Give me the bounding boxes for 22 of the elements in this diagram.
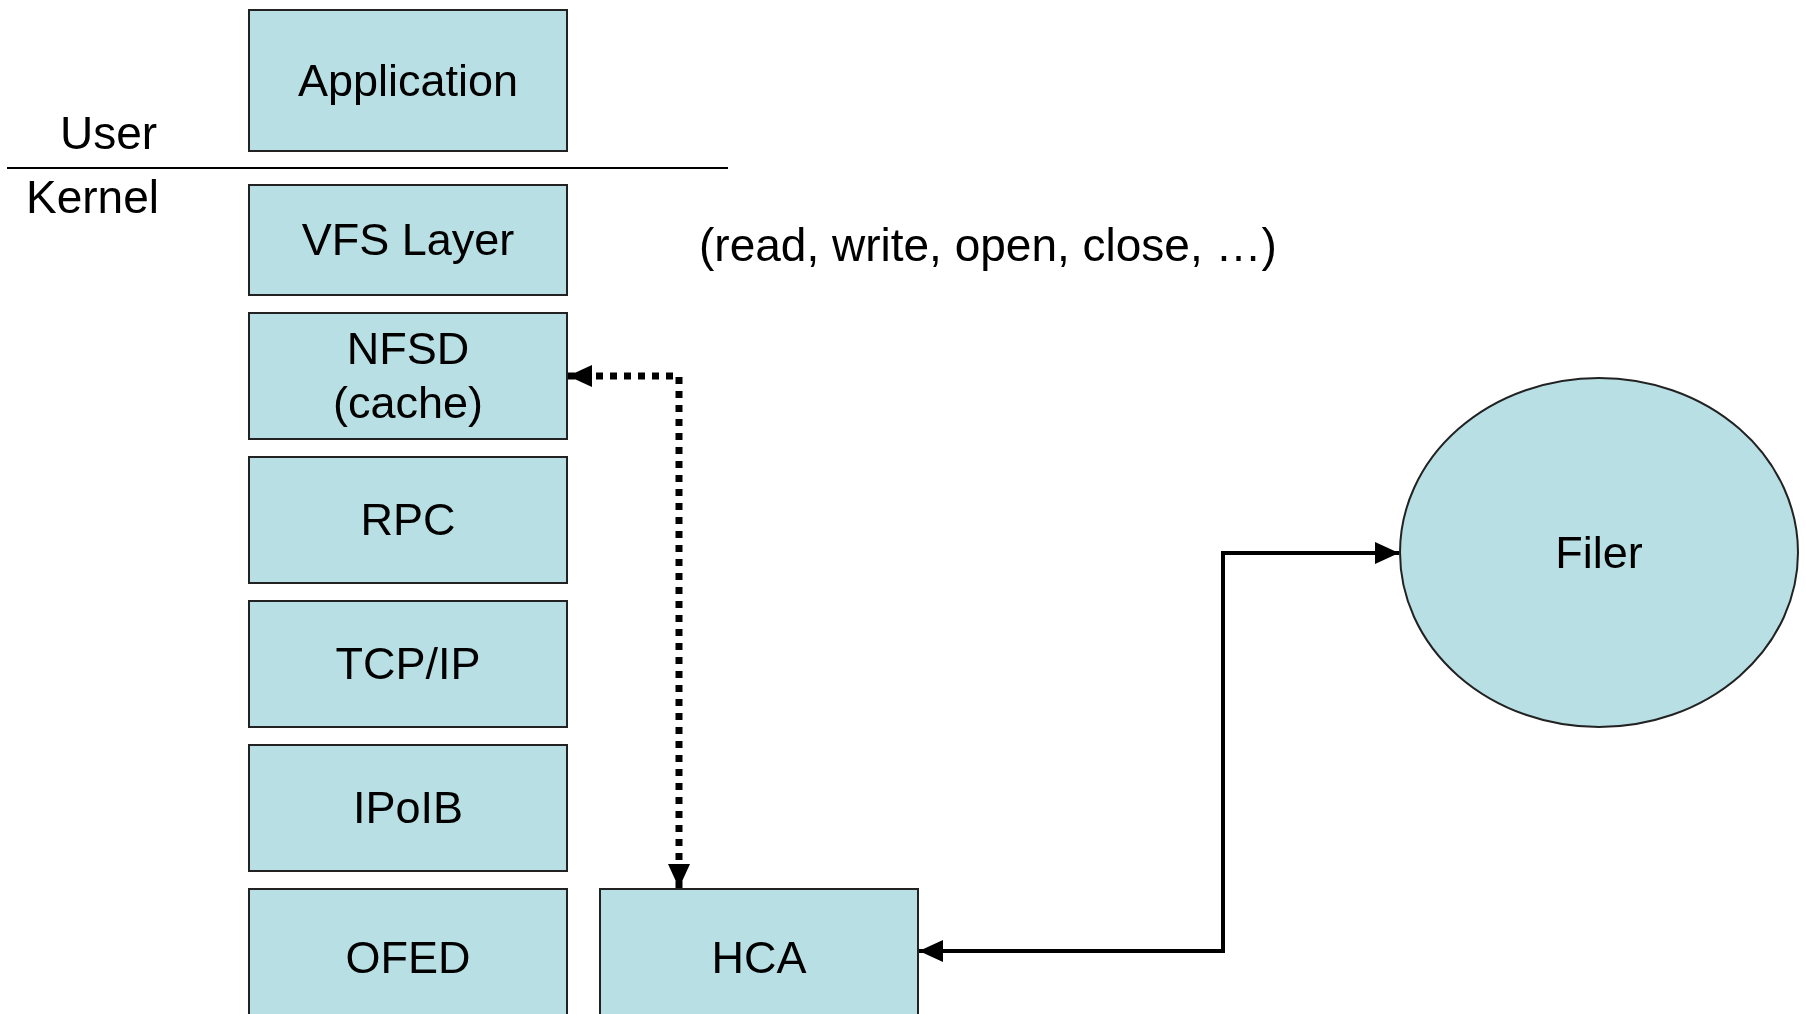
node-label: TCP/IP bbox=[335, 637, 481, 691]
text-label: (read, write, open, close, …) bbox=[699, 218, 1277, 273]
node-label: RPC bbox=[360, 493, 456, 547]
layer-box bbox=[248, 456, 568, 584]
text-label: Kernel bbox=[26, 170, 159, 225]
arrow bbox=[919, 542, 1399, 962]
node-label: Filer bbox=[1555, 525, 1643, 580]
node-label: NFSD (cache) bbox=[331, 322, 485, 430]
layer-box bbox=[248, 312, 568, 440]
arrow bbox=[568, 365, 690, 888]
layer-box bbox=[248, 600, 568, 728]
layer-box bbox=[248, 744, 568, 872]
node-label: Application bbox=[297, 53, 519, 108]
layer-box bbox=[248, 888, 568, 1014]
node-label: VFS Layer bbox=[301, 213, 515, 267]
layer-box bbox=[248, 9, 568, 152]
layer-box bbox=[248, 184, 568, 296]
text-label: User bbox=[60, 106, 158, 161]
node-label: HCA bbox=[711, 931, 807, 985]
layer-box bbox=[599, 888, 919, 1014]
node-label: IPoIB bbox=[352, 781, 464, 835]
node-label: OFED bbox=[345, 931, 471, 985]
